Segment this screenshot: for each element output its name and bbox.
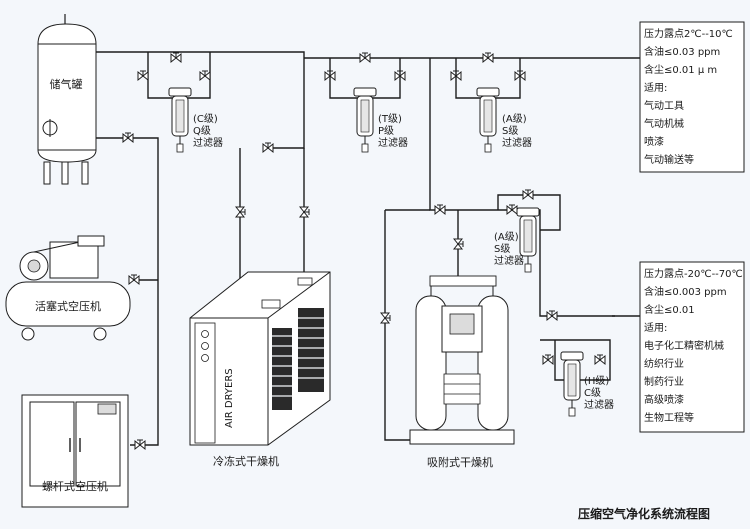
filter-c: (C级) Q级 过滤器 bbox=[168, 87, 223, 153]
screw-compressor: 螺杆式空压机 bbox=[21, 394, 129, 508]
filter-icon bbox=[560, 351, 584, 417]
diagram-caption: 压缩空气净化系统流程图 bbox=[578, 506, 710, 521]
valve-icon bbox=[128, 274, 140, 285]
valve-icon bbox=[137, 70, 149, 81]
valve-icon bbox=[546, 310, 558, 321]
spec-top-line-8: 气动输送等 bbox=[644, 153, 694, 166]
valve-icon bbox=[594, 354, 606, 365]
spec-top-line-1: 压力露点2℃--10℃ bbox=[644, 27, 733, 40]
spec-box-bottom: 压力露点-20℃--70℃ 含油≤0.003 ppm 含尘≤0.01 适用: 电… bbox=[639, 261, 745, 433]
valve-icon bbox=[199, 70, 211, 81]
filter-icon bbox=[168, 87, 192, 153]
spec-bottom-line-3: 含尘≤0.01 bbox=[644, 303, 695, 316]
filter-a2-label-3: 过滤器 bbox=[494, 254, 524, 267]
filter-t-label-2: P级 bbox=[378, 125, 394, 137]
adsorption-dryer-label: 吸附式干燥机 bbox=[427, 455, 493, 469]
valve-icon bbox=[542, 354, 554, 365]
spec-top-line-4: 适用: bbox=[644, 82, 667, 94]
spec-top-line-3: 含尘≤0.01 μ m bbox=[644, 63, 717, 76]
valve-icon bbox=[235, 206, 246, 218]
valve-icon bbox=[482, 52, 494, 63]
piston-compressor: 活塞式空压机 bbox=[5, 235, 131, 341]
valve-icon bbox=[122, 132, 134, 143]
filter-t-label-1: (T级) bbox=[378, 113, 402, 125]
spec-bottom-line-2: 含油≤0.003 ppm bbox=[644, 285, 727, 298]
filter-t: (T级) P级 过滤器 bbox=[353, 87, 408, 153]
valve-icon bbox=[522, 189, 534, 200]
tank-label: 储气罐 bbox=[50, 77, 83, 91]
filter-a1-label-3: 过滤器 bbox=[502, 136, 532, 149]
spec-bottom-line-4: 适用: bbox=[644, 322, 667, 334]
filter-c-label-3: 过滤器 bbox=[193, 136, 223, 149]
spec-top-line-5: 气动工具 bbox=[644, 99, 684, 112]
filter-h-label-3: 过滤器 bbox=[584, 398, 614, 411]
screw-compressor-label: 螺杆式空压机 bbox=[42, 479, 108, 493]
filter-c-label-2: Q级 bbox=[193, 125, 211, 137]
filter-a2: (A级) S级 过滤器 bbox=[494, 207, 540, 273]
spec-top-line-2: 含油≤0.03 ppm bbox=[644, 45, 720, 58]
valve-icon bbox=[170, 52, 182, 63]
spec-bottom-line-5: 电子化工精密机械 bbox=[644, 339, 724, 352]
filter-a1-label-2: S级 bbox=[502, 125, 518, 137]
spec-box-top: 压力露点2℃--10℃ 含油≤0.03 ppm 含尘≤0.01 μ m 适用: … bbox=[639, 21, 745, 173]
valve-icon bbox=[380, 312, 391, 324]
piston-compressor-label: 活塞式空压机 bbox=[35, 299, 101, 313]
adsorption-dryer: 吸附式干燥机 bbox=[409, 275, 515, 469]
valve-icon bbox=[453, 238, 464, 250]
filter-a2-label-1: (A级) bbox=[494, 231, 519, 243]
filter-t-label-3: 过滤器 bbox=[378, 136, 408, 149]
spec-bottom-line-8: 高级喷漆 bbox=[644, 393, 684, 406]
spec-top-line-6: 气动机械 bbox=[644, 117, 684, 130]
filter-a1: (A级) S级 过滤器 bbox=[476, 87, 532, 153]
filter-icon bbox=[353, 87, 377, 153]
filter-h-label-1: (H级) bbox=[584, 375, 609, 387]
dryer-brand-label: AIR DRYERS bbox=[224, 368, 235, 428]
filter-a2-label-2: S级 bbox=[494, 243, 510, 255]
spec-bottom-line-9: 生物工程等 bbox=[644, 411, 694, 424]
spec-top-line-7: 喷漆 bbox=[644, 135, 664, 148]
filter-a1-label-1: (A级) bbox=[502, 113, 527, 125]
filter-icon bbox=[476, 87, 500, 153]
filter-h: (H级) C级 过滤器 bbox=[560, 351, 614, 417]
refrigerated-dryer-label: 冷冻式干燥机 bbox=[213, 454, 279, 468]
valve-icon bbox=[299, 206, 310, 218]
air-tank: 储气罐 bbox=[37, 14, 97, 185]
valve-icon bbox=[262, 142, 274, 153]
spec-bottom-line-7: 制药行业 bbox=[644, 375, 684, 388]
refrigerated-dryer: AIR DRYERS 冷冻式干燥机 bbox=[189, 271, 331, 468]
valve-icon bbox=[434, 204, 446, 215]
valve-icon bbox=[134, 439, 146, 450]
filter-c-label-1: (C级) bbox=[193, 113, 218, 125]
valve-icon bbox=[506, 204, 518, 215]
spec-bottom-line-6: 纺织行业 bbox=[644, 357, 684, 370]
valve-icon bbox=[359, 52, 371, 63]
filter-h-label-2: C级 bbox=[584, 387, 601, 399]
spec-bottom-line-1: 压力露点-20℃--70℃ bbox=[644, 267, 743, 280]
